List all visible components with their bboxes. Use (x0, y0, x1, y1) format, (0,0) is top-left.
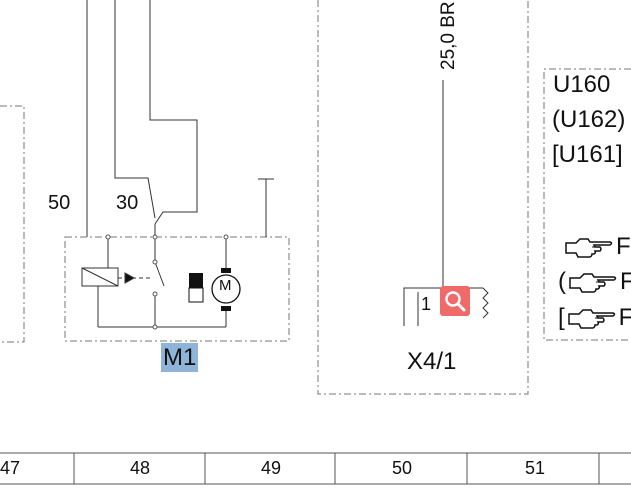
zoom-button[interactable] (440, 286, 470, 316)
connection-dots (105, 234, 229, 330)
pointing-hand-icon (567, 309, 615, 329)
pointer-row-letter: F (616, 233, 631, 260)
ruler-column-50: 50 (392, 458, 413, 478)
terminal-50-label: 50 (48, 192, 71, 214)
magnifier-icon (445, 291, 466, 312)
crossref-line-2[interactable]: (U162) (552, 106, 626, 133)
pin-number: 1 (421, 294, 432, 314)
pointer-row-prefix: [ (558, 304, 565, 331)
pointer-row-3[interactable]: [ F (558, 304, 631, 332)
pointer-row-2[interactable]: ( F (558, 268, 631, 296)
ground-symbol (258, 178, 274, 237)
pointer-row-1[interactable]: F (562, 233, 631, 261)
ruler-column-49: 49 (261, 458, 282, 478)
pointer-row-letter: F (618, 304, 631, 331)
m1-highlight[interactable]: M1 (161, 343, 199, 372)
column-ruler (0, 452, 631, 485)
motor-letter: M (219, 277, 232, 294)
pointer-row-letter: F (620, 268, 631, 295)
connector-x41-label[interactable]: X4/1 (407, 348, 457, 375)
ruler-column-48: 48 (130, 458, 151, 478)
left-block-border (0, 105, 25, 343)
ruler-column-51: 51 (525, 458, 546, 478)
component-m1-label[interactable]: M1 (161, 343, 199, 372)
connector-block-border (317, 0, 529, 395)
crossref-line-1[interactable]: U160 (553, 71, 611, 98)
starter-block-border (64, 236, 290, 342)
pointing-hand-icon (565, 238, 613, 258)
wire-color-label: 25,0 BR (438, 1, 459, 70)
pointing-hand-icon (569, 273, 617, 293)
motor-symbol (211, 268, 241, 311)
starter-switch (154, 224, 227, 327)
solenoid-symbol (81, 237, 226, 328)
pointer-row-prefix: ( (558, 268, 566, 295)
crossref-block-border (543, 68, 631, 341)
crossref-line-3[interactable]: [U161] (552, 141, 623, 168)
terminal-30-label: 30 (116, 192, 139, 214)
brush-symbol (188, 273, 204, 303)
starter-wires (86, 0, 198, 237)
ruler-column-47: 47 (0, 458, 21, 478)
